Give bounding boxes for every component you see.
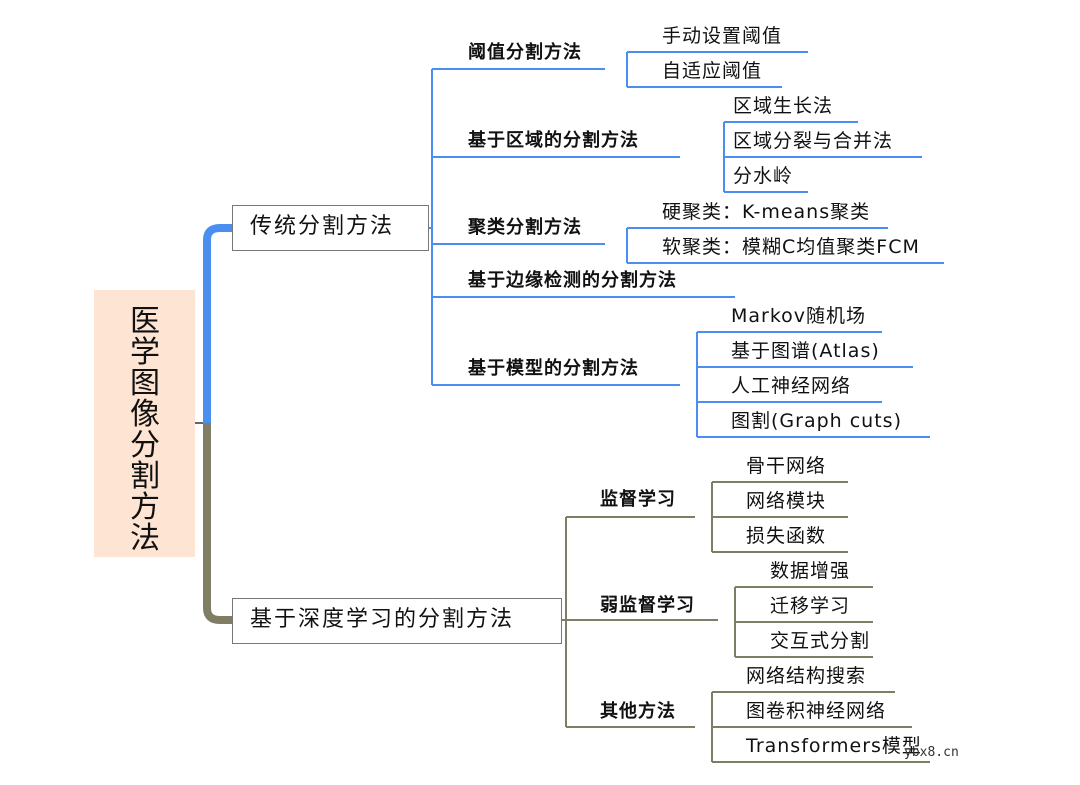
watermark-text: ybx8.cn	[904, 745, 959, 760]
supervised-item-2: 网络模块	[746, 490, 827, 512]
traditional-node-label: 传统分割方法	[250, 214, 395, 239]
other-item-2: 图卷积神经网络	[746, 700, 887, 722]
threshold-item-2: 自适应阈值	[662, 60, 763, 82]
weak-item-1: 数据增强	[770, 560, 851, 582]
supervised-item-1: 骨干网络	[746, 455, 827, 477]
edge-method-label: 基于边缘检测的分割方法	[468, 270, 677, 291]
weak-supervised-label: 弱监督学习	[600, 595, 695, 616]
region-item-2: 区域分裂与合并法	[733, 130, 894, 152]
deep-node-label: 基于深度学习的分割方法	[250, 607, 515, 632]
model-item-3: 人工神经网络	[731, 375, 852, 397]
other-item-1: 网络结构搜索	[746, 665, 867, 687]
traditional-node-box	[232, 205, 429, 251]
region-item-3: 分水岭	[733, 165, 794, 187]
region-item-1: 区域生长法	[733, 95, 834, 117]
cluster-method-label: 聚类分割方法	[468, 217, 582, 238]
cluster-item-1: 硬聚类：K-means聚类	[662, 201, 871, 223]
weak-item-3: 交互式分割	[770, 630, 871, 652]
model-item-1: Markov随机场	[731, 305, 867, 327]
cluster-item-2: 软聚类：模糊C均值聚类FCM	[662, 236, 920, 258]
other-item-3: Transformers模型	[746, 735, 922, 757]
weak-item-2: 迁移学习	[770, 595, 851, 617]
threshold-item-1: 手动设置阈值	[662, 25, 783, 47]
deep-node-box	[232, 598, 562, 644]
threshold-method-label: 阈值分割方法	[468, 42, 582, 63]
supervised-item-3: 损失函数	[746, 525, 827, 547]
root-title: 医学图像分割方法	[130, 304, 160, 556]
other-methods-label: 其他方法	[600, 701, 676, 722]
root-node	[94, 290, 195, 557]
model-item-4: 图割(Graph cuts)	[731, 410, 902, 432]
region-method-label: 基于区域的分割方法	[468, 130, 639, 151]
model-method-label: 基于模型的分割方法	[468, 358, 639, 379]
supervised-label: 监督学习	[600, 489, 676, 510]
model-item-2: 基于图谱(Atlas)	[731, 340, 880, 362]
